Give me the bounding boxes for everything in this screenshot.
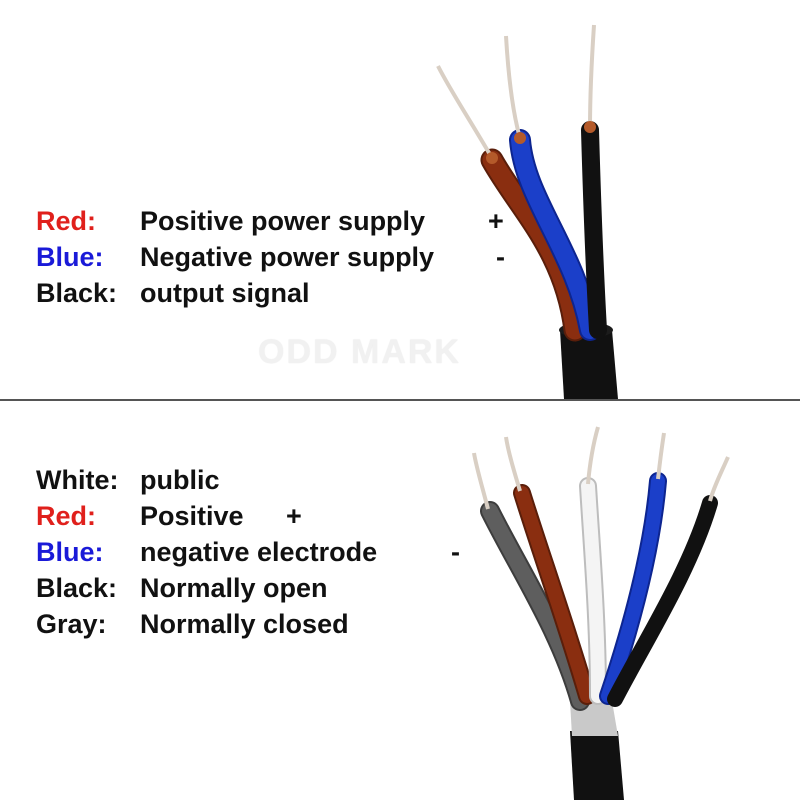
wire-function-blue: Negative power supply bbox=[140, 242, 435, 272]
red-wire-five bbox=[515, 486, 594, 703]
color-label-blue: Blue: bbox=[36, 537, 104, 567]
blue-wire bbox=[511, 131, 599, 339]
three-wire-cable-image bbox=[436, 24, 618, 399]
color-label-blue: Blue: bbox=[36, 242, 104, 272]
wire-function-white: public bbox=[140, 465, 220, 495]
wire-function-black: output signal bbox=[140, 278, 310, 308]
blue-wire-five bbox=[601, 474, 665, 703]
white-wire bbox=[581, 479, 605, 703]
polarity-sign-plus: + bbox=[488, 206, 504, 236]
red-wire bbox=[482, 150, 585, 340]
color-label-gray: Gray: bbox=[36, 609, 107, 639]
wire-function-gray: Normally closed bbox=[140, 609, 349, 639]
color-label-red: Red: bbox=[36, 206, 96, 236]
three-wire-panel: ODD MARK Red: Positive power supply + Bl… bbox=[0, 0, 800, 399]
wire-function-blue: negative electrode bbox=[140, 537, 378, 567]
black-wire-five bbox=[607, 495, 718, 707]
polarity-sign-plus: + bbox=[286, 501, 302, 531]
color-label-white: White: bbox=[36, 465, 119, 495]
wire-function-red: Positive bbox=[140, 501, 244, 531]
wire-function-red: Positive power supply bbox=[140, 206, 426, 236]
color-label-black: Black: bbox=[36, 278, 118, 308]
polarity-sign-minus: - bbox=[496, 242, 505, 272]
five-wire-cable-image bbox=[472, 426, 730, 800]
polarity-sign-minus: - bbox=[451, 537, 460, 567]
color-label-black: Black: bbox=[36, 573, 118, 603]
five-wire-panel: White: public Red: Positive + Blue: nega… bbox=[0, 401, 800, 800]
cable-jacket bbox=[560, 330, 618, 399]
wire-function-black: Normally open bbox=[140, 573, 328, 603]
black-wire bbox=[581, 121, 607, 339]
panel-divider bbox=[0, 399, 800, 401]
watermark: ODD MARK bbox=[258, 333, 461, 371]
color-label-red: Red: bbox=[36, 501, 96, 531]
